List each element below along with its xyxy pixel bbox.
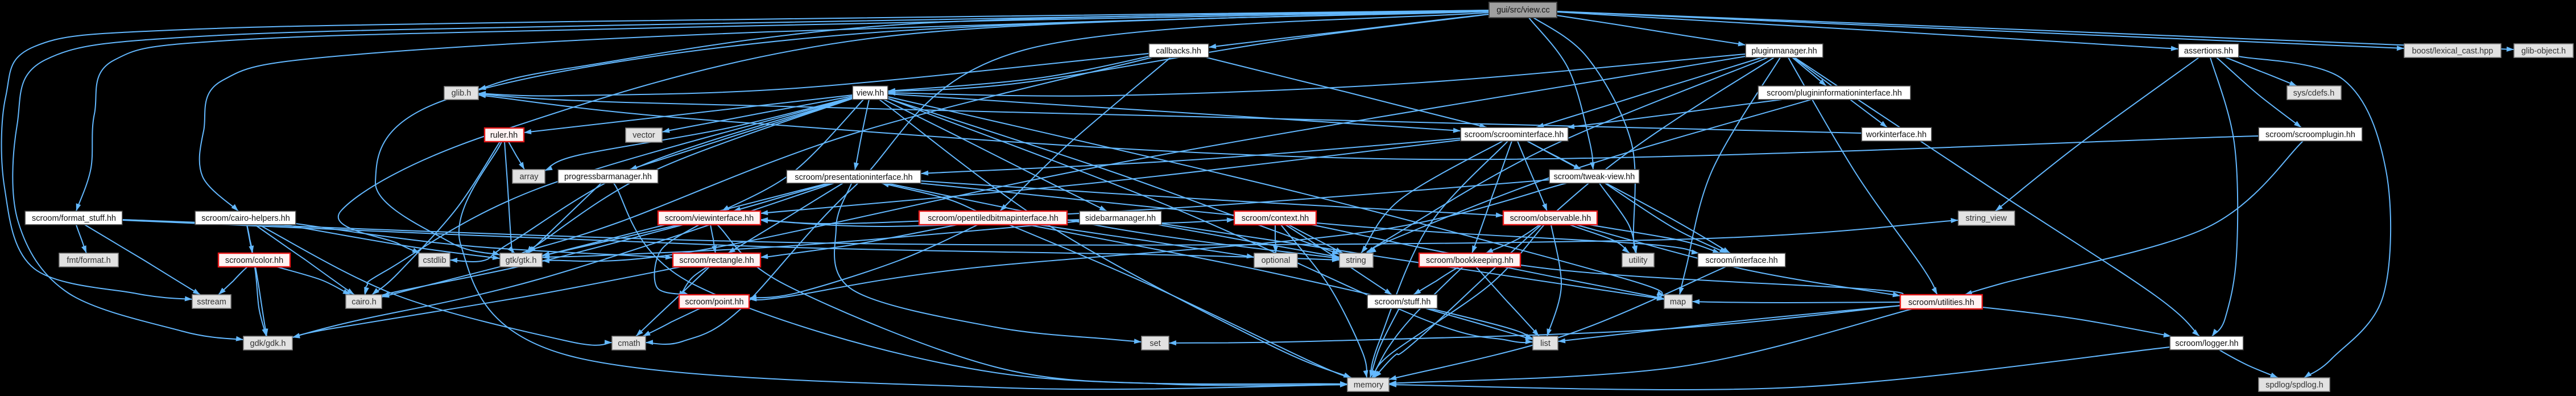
svg-text:scroom/bookkeeping.hh: scroom/bookkeeping.hh	[1426, 256, 1514, 265]
svg-text:scroom/rectangle.hh: scroom/rectangle.hh	[679, 256, 754, 265]
svg-text:callbacks.hh: callbacks.hh	[1156, 47, 1201, 56]
svg-text:scroom/cairo-helpers.hh: scroom/cairo-helpers.hh	[201, 214, 290, 223]
svg-text:scroom/format_stuff.hh: scroom/format_stuff.hh	[32, 214, 116, 223]
svg-text:sys/cdefs.h: sys/cdefs.h	[2293, 89, 2335, 98]
svg-text:boost/lexical_cast.hpp: boost/lexical_cast.hpp	[2412, 47, 2494, 56]
svg-text:progressbarmanager.hh: progressbarmanager.hh	[564, 172, 652, 182]
svg-text:array: array	[519, 172, 539, 182]
svg-text:spdlog/spdlog.h: spdlog/spdlog.h	[2265, 381, 2323, 390]
svg-text:gdk/gdk.h: gdk/gdk.h	[250, 339, 286, 348]
svg-text:scroom/context.hh: scroom/context.hh	[1242, 214, 1309, 223]
svg-text:sidebarmanager.hh: sidebarmanager.hh	[1085, 214, 1156, 223]
svg-text:fmt/format.h: fmt/format.h	[67, 256, 110, 265]
svg-text:set: set	[1150, 339, 1160, 348]
svg-text:scroom/presentationinterface.h: scroom/presentationinterface.hh	[795, 173, 912, 182]
svg-text:glib-object.h: glib-object.h	[2521, 47, 2566, 56]
svg-text:ruler.hh: ruler.hh	[490, 131, 518, 140]
svg-text:glib.h: glib.h	[452, 89, 472, 98]
svg-text:scroom/stuff.hh: scroom/stuff.hh	[1375, 298, 1431, 307]
svg-text:view.hh: view.hh	[857, 89, 884, 98]
svg-text:scroom/scroominterface.hh: scroom/scroominterface.hh	[1465, 130, 1564, 139]
svg-text:memory: memory	[1354, 381, 1384, 390]
svg-text:optional: optional	[1262, 256, 1291, 265]
svg-text:string_view: string_view	[1966, 214, 2007, 223]
svg-text:sstream: sstream	[197, 298, 226, 307]
svg-text:utility: utility	[1628, 256, 1648, 265]
svg-text:assertions.hh: assertions.hh	[2184, 47, 2233, 56]
svg-text:gtk/gtk.h: gtk/gtk.h	[506, 256, 537, 265]
svg-text:list: list	[1540, 339, 1550, 348]
svg-text:vector: vector	[632, 131, 655, 140]
svg-text:scroom/opentiledbitmapinterfac: scroom/opentiledbitmapinterface.hh	[928, 214, 1058, 223]
svg-text:cstdlib: cstdlib	[423, 256, 446, 265]
svg-text:scroom/point.hh: scroom/point.hh	[685, 298, 743, 307]
svg-text:string: string	[1346, 256, 1366, 265]
svg-text:scroom/observable.hh: scroom/observable.hh	[1510, 214, 1591, 223]
svg-text:pluginmanager.hh: pluginmanager.hh	[1751, 47, 1817, 56]
svg-text:scroom/tweak-view.hh: scroom/tweak-view.hh	[1554, 172, 1635, 182]
svg-text:scroom/color.hh: scroom/color.hh	[225, 256, 283, 265]
svg-text:gui/src/view.cc: gui/src/view.cc	[1496, 6, 1549, 15]
svg-text:scroom/plugininformationinterf: scroom/plugininformationinterface.hh	[1767, 89, 1902, 98]
svg-text:scroom/scroomplugin.hh: scroom/scroomplugin.hh	[2265, 130, 2355, 139]
svg-text:scroom/logger.hh: scroom/logger.hh	[2175, 339, 2238, 348]
svg-text:cmath: cmath	[618, 339, 640, 348]
svg-text:cairo.h: cairo.h	[352, 298, 377, 307]
svg-text:scroom/viewinterface.hh: scroom/viewinterface.hh	[665, 214, 754, 223]
svg-text:scroom/interface.hh: scroom/interface.hh	[1705, 256, 1777, 265]
svg-text:scroom/utilities.hh: scroom/utilities.hh	[1908, 298, 1974, 307]
svg-text:workinterface.hh: workinterface.hh	[1866, 130, 1926, 139]
svg-text:map: map	[1670, 298, 1686, 307]
